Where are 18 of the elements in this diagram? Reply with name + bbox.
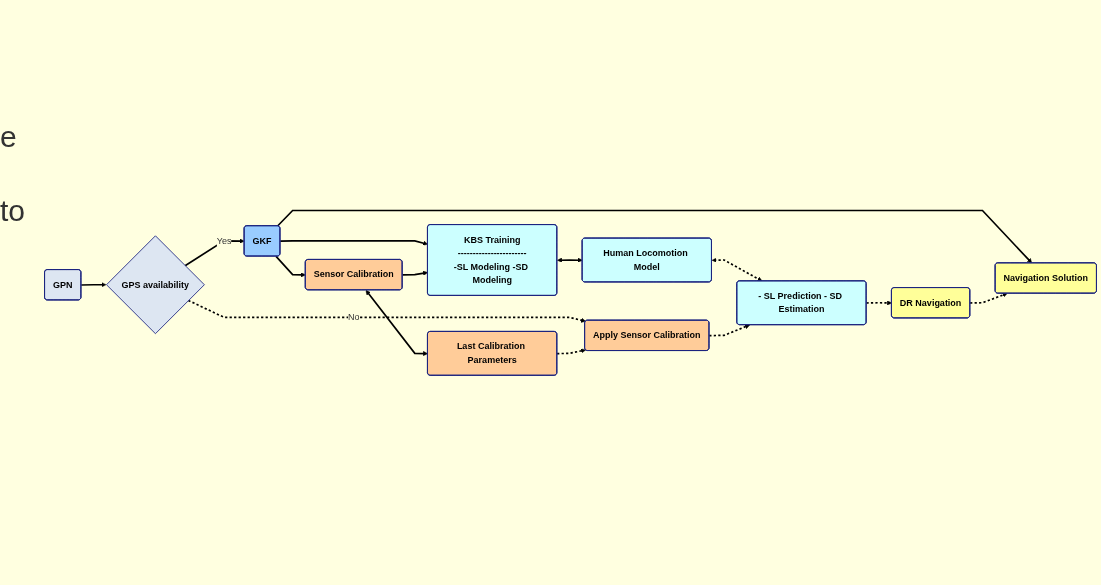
arrow (401, 270, 428, 276)
arrow (365, 289, 428, 356)
arrow (275, 255, 306, 277)
arrow (711, 257, 763, 281)
arrow (276, 209, 1033, 263)
arrow (708, 323, 750, 337)
edge-label: No (347, 311, 360, 322)
text-fragment: e (0, 120, 18, 154)
arrow (187, 299, 586, 323)
node-diamond: GPS availability (106, 235, 205, 334)
arrow (969, 292, 1008, 304)
arrow (865, 300, 892, 305)
arrow (80, 281, 107, 287)
edge-label: Yes (216, 235, 232, 245)
arrow (279, 239, 428, 246)
arrow (557, 257, 583, 263)
text-fragment: to (0, 194, 27, 228)
arrow (556, 348, 586, 355)
